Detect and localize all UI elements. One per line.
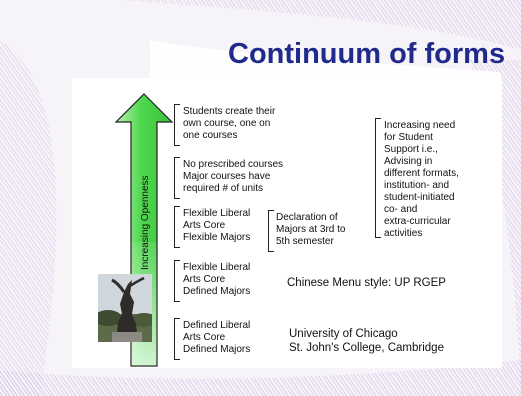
level-bracket: [174, 157, 180, 199]
level-text: Defined Liberal Arts Core Defined Majors: [183, 320, 251, 355]
level-bracket: [174, 260, 180, 302]
support-text: Increasing need for Student Support i.e.…: [384, 120, 459, 239]
level-bracket: [174, 318, 180, 360]
level-text: Flexible Liberal Arts Core Defined Major…: [183, 262, 251, 297]
support-bracket: [375, 118, 381, 238]
slide-title: Continuum of forms: [228, 38, 506, 70]
level-bracket: [174, 206, 180, 248]
level-text: Students create their own course, one on…: [183, 106, 276, 141]
chinese-menu-text: Chinese Menu style: UP RGEP: [287, 277, 446, 289]
level-text: Flexible Liberal Arts Core Flexible Majo…: [183, 208, 251, 243]
level-bracket: [174, 104, 180, 146]
examples-text: University of Chicago St. John's College…: [289, 328, 444, 354]
declaration-bracket: [268, 210, 274, 252]
declaration-text: Declaration of Majors at 3rd to 5th seme…: [276, 212, 346, 247]
statue-photo: [98, 274, 152, 342]
axis-label: Increasing Openness: [140, 175, 151, 270]
level-text: No prescribed courses Major courses have…: [183, 159, 284, 194]
